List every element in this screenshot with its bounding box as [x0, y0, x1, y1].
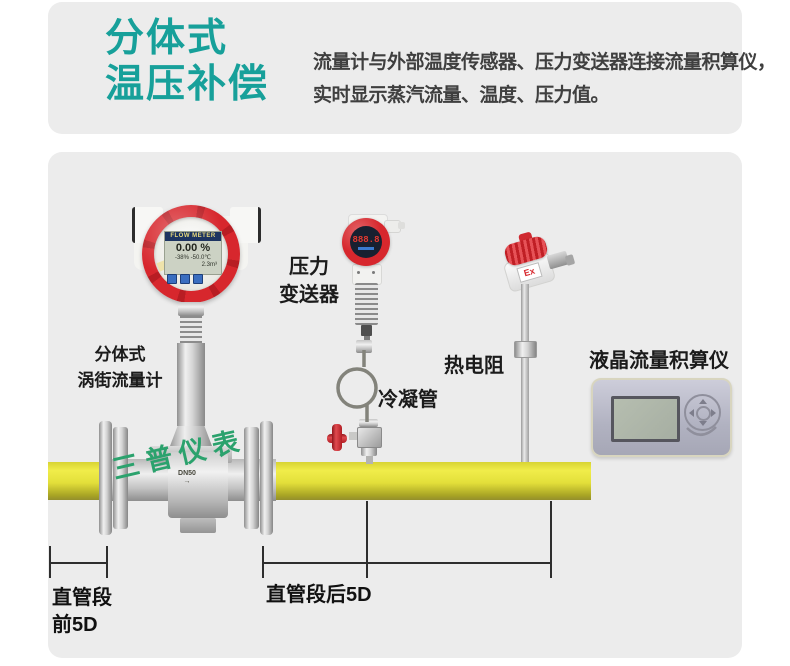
dim-line-before [49, 562, 108, 564]
dim-after-label: 直管段后5D [266, 584, 372, 606]
dim-tick-pressure-tap [366, 501, 368, 578]
transmitter-lcd-digits: 888.8 [352, 234, 380, 245]
dim-tick-after-end [550, 501, 552, 578]
dpad-down-icon [699, 421, 707, 426]
dpad-up-icon [699, 399, 707, 404]
description-line2: 实时显示蒸汽流量、温度、压力值。 [313, 85, 610, 106]
flow-direction-arrow-icon: → [183, 478, 191, 485]
flange-right-outer [260, 421, 273, 535]
valve-handle [332, 424, 342, 451]
valve-bottom-nut [361, 446, 377, 456]
flange-left-outer [99, 421, 112, 535]
pressure-transmitter-lcd: 888.8 [350, 226, 382, 258]
flow-meter-neck-collar [178, 302, 204, 316]
flow-meter-neck-flare [170, 426, 212, 446]
condenser-top-fitting [356, 340, 372, 353]
transmitter-connector-tip [364, 336, 370, 342]
flow-meter-body [168, 452, 228, 518]
page-title-line1: 分体式 [105, 17, 229, 60]
page-title-line2: 温压补偿 [105, 63, 270, 106]
flange-right-inner [244, 427, 259, 529]
transmitter-gland-tip [398, 222, 405, 229]
flow-meter-lcd-main-value: 0.00 % [175, 242, 211, 254]
flow-meter-lcd-aux-value: 2.3m³ [201, 262, 217, 268]
pipe-size-marking: DN50 → [178, 470, 196, 485]
rtd-compression-nut [514, 341, 537, 358]
needle-valve-body [357, 427, 382, 448]
totalizer-screen [611, 396, 680, 442]
transmitter-bracket [352, 264, 382, 285]
totalizer-dpad [684, 394, 721, 431]
flow-meter-label: 分体式 涡街流量计 [77, 345, 163, 390]
flow-meter-bellows [180, 316, 202, 343]
flange-left-inner [113, 427, 128, 529]
totalizer-label: 液晶流量积算仪 [589, 350, 729, 372]
flow-meter-button-2 [180, 274, 190, 284]
valve-stem [349, 432, 358, 440]
valve-pipe-stub [366, 456, 373, 464]
transmitter-connector [361, 325, 372, 336]
transmitter-screw-right [372, 271, 375, 274]
condenser-label: 冷凝管 [378, 389, 438, 411]
dpad-left-icon [689, 409, 694, 417]
flow-meter-button-1 [167, 274, 177, 284]
transmitter-screw-left [357, 271, 360, 274]
flow-meter-lcd-brand: FLOW METER [165, 232, 221, 241]
header-panel: 分体式 温压补偿 流量计与外部温度传感器、压力变送器连接流量积算仪， 实时显示蒸… [48, 2, 776, 134]
transmitter-lcd-bar [358, 246, 374, 250]
flow-meter-neck-tube [177, 343, 205, 426]
page-title: 分体式 温压补偿 [105, 16, 365, 108]
page-description: 流量计与外部温度传感器、压力变送器连接流量积算仪， 实时显示蒸汽流量、温度、压力… [313, 46, 783, 112]
flow-meter-lcd-sub-value: -38% -50.0℃ [174, 255, 212, 261]
pressure-transmitter-label: 压力 变送器 [279, 256, 339, 306]
dim-before-label: 直管段 前5D [52, 587, 112, 636]
flow-meter-lcd: FLOW METER 0.00 % -38% -50.0℃ 2.3m³ [164, 231, 222, 275]
rtd-probe [521, 284, 529, 462]
dim-line-after [262, 562, 552, 564]
flow-meter-button-3 [193, 274, 203, 284]
transmitter-cooling-fins [355, 283, 378, 325]
valve-collar [359, 419, 378, 427]
dpad-right-icon [711, 409, 716, 417]
description-line1: 流量计与外部温度传感器、压力变送器连接流量积算仪， [313, 52, 776, 73]
flow-meter-body-step [180, 518, 216, 533]
totalizer-dpad-center [696, 406, 711, 421]
rtd-label: 热电阻 [444, 355, 504, 377]
